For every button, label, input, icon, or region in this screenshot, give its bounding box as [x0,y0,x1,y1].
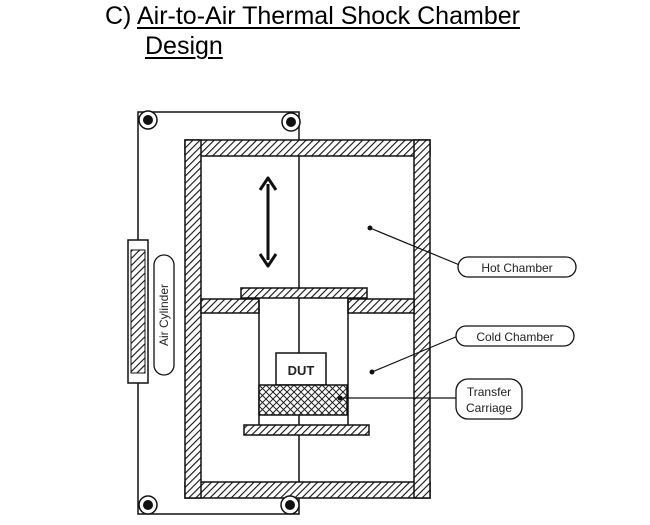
bolt-icon [138,110,301,515]
hot-chamber-callout: Hot Chamber [367,225,577,278]
hot-chamber-label: Hot Chamber [481,261,552,275]
air-cylinder-piston [130,249,146,374]
title-text-line2: Design [145,32,223,60]
air-cylinder-label-box [153,254,175,376]
air-cylinder-label: Air Cylinder [157,284,171,346]
cold-chamber-callout: Cold Chamber [369,325,575,375]
chamber-walls [184,139,431,499]
double-headed-vertical-arrow-icon [258,176,278,268]
transfer-carriage-callout: Transfer Carriage [337,378,523,420]
cold-chamber-label: Cold Chamber [476,330,553,344]
title-line-2: Design [145,34,223,59]
transfer-carriage-label-line1: Transfer [467,385,511,399]
title-text-line1: Air-to-Air Thermal Shock Chamber [136,2,520,30]
title-prefix: C) [105,2,132,30]
transfer-carriage-block [258,384,348,416]
title-line-1: C) Air-to-Air Thermal Shock Chamber [105,4,520,29]
transfer-carriage-label-line2: Carriage [466,401,512,415]
dut-label: DUT [288,363,315,378]
carriage-bottom-plate [243,424,370,436]
carriage-top-plate [240,287,368,299]
